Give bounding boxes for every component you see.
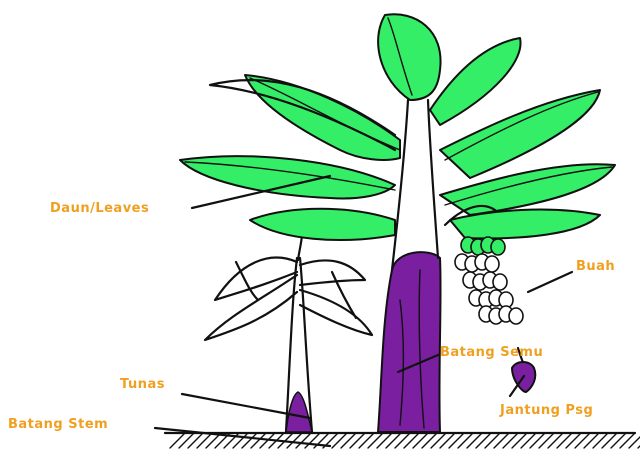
pseudostem-purple: [378, 252, 441, 432]
label-pseudostem: Batang Semu: [440, 345, 543, 360]
label-stem: Batang Stem: [8, 417, 108, 432]
banana-finger: [491, 239, 505, 255]
banana-finger: [509, 308, 523, 324]
banana-finger: [485, 256, 499, 272]
main-leaves: [180, 14, 615, 240]
label-heart: Jantung Psg: [499, 403, 593, 418]
label-fruit: Buah: [576, 259, 615, 274]
label-sucker: Tunas: [120, 377, 165, 392]
banana-finger: [493, 274, 507, 290]
label-leaves: Daun/Leaves: [50, 201, 149, 216]
ground-hatching: [165, 433, 640, 448]
sucker-stem-purple: [286, 392, 312, 432]
ground-hatch-line: [629, 434, 640, 448]
sucker-plant: [205, 220, 372, 432]
